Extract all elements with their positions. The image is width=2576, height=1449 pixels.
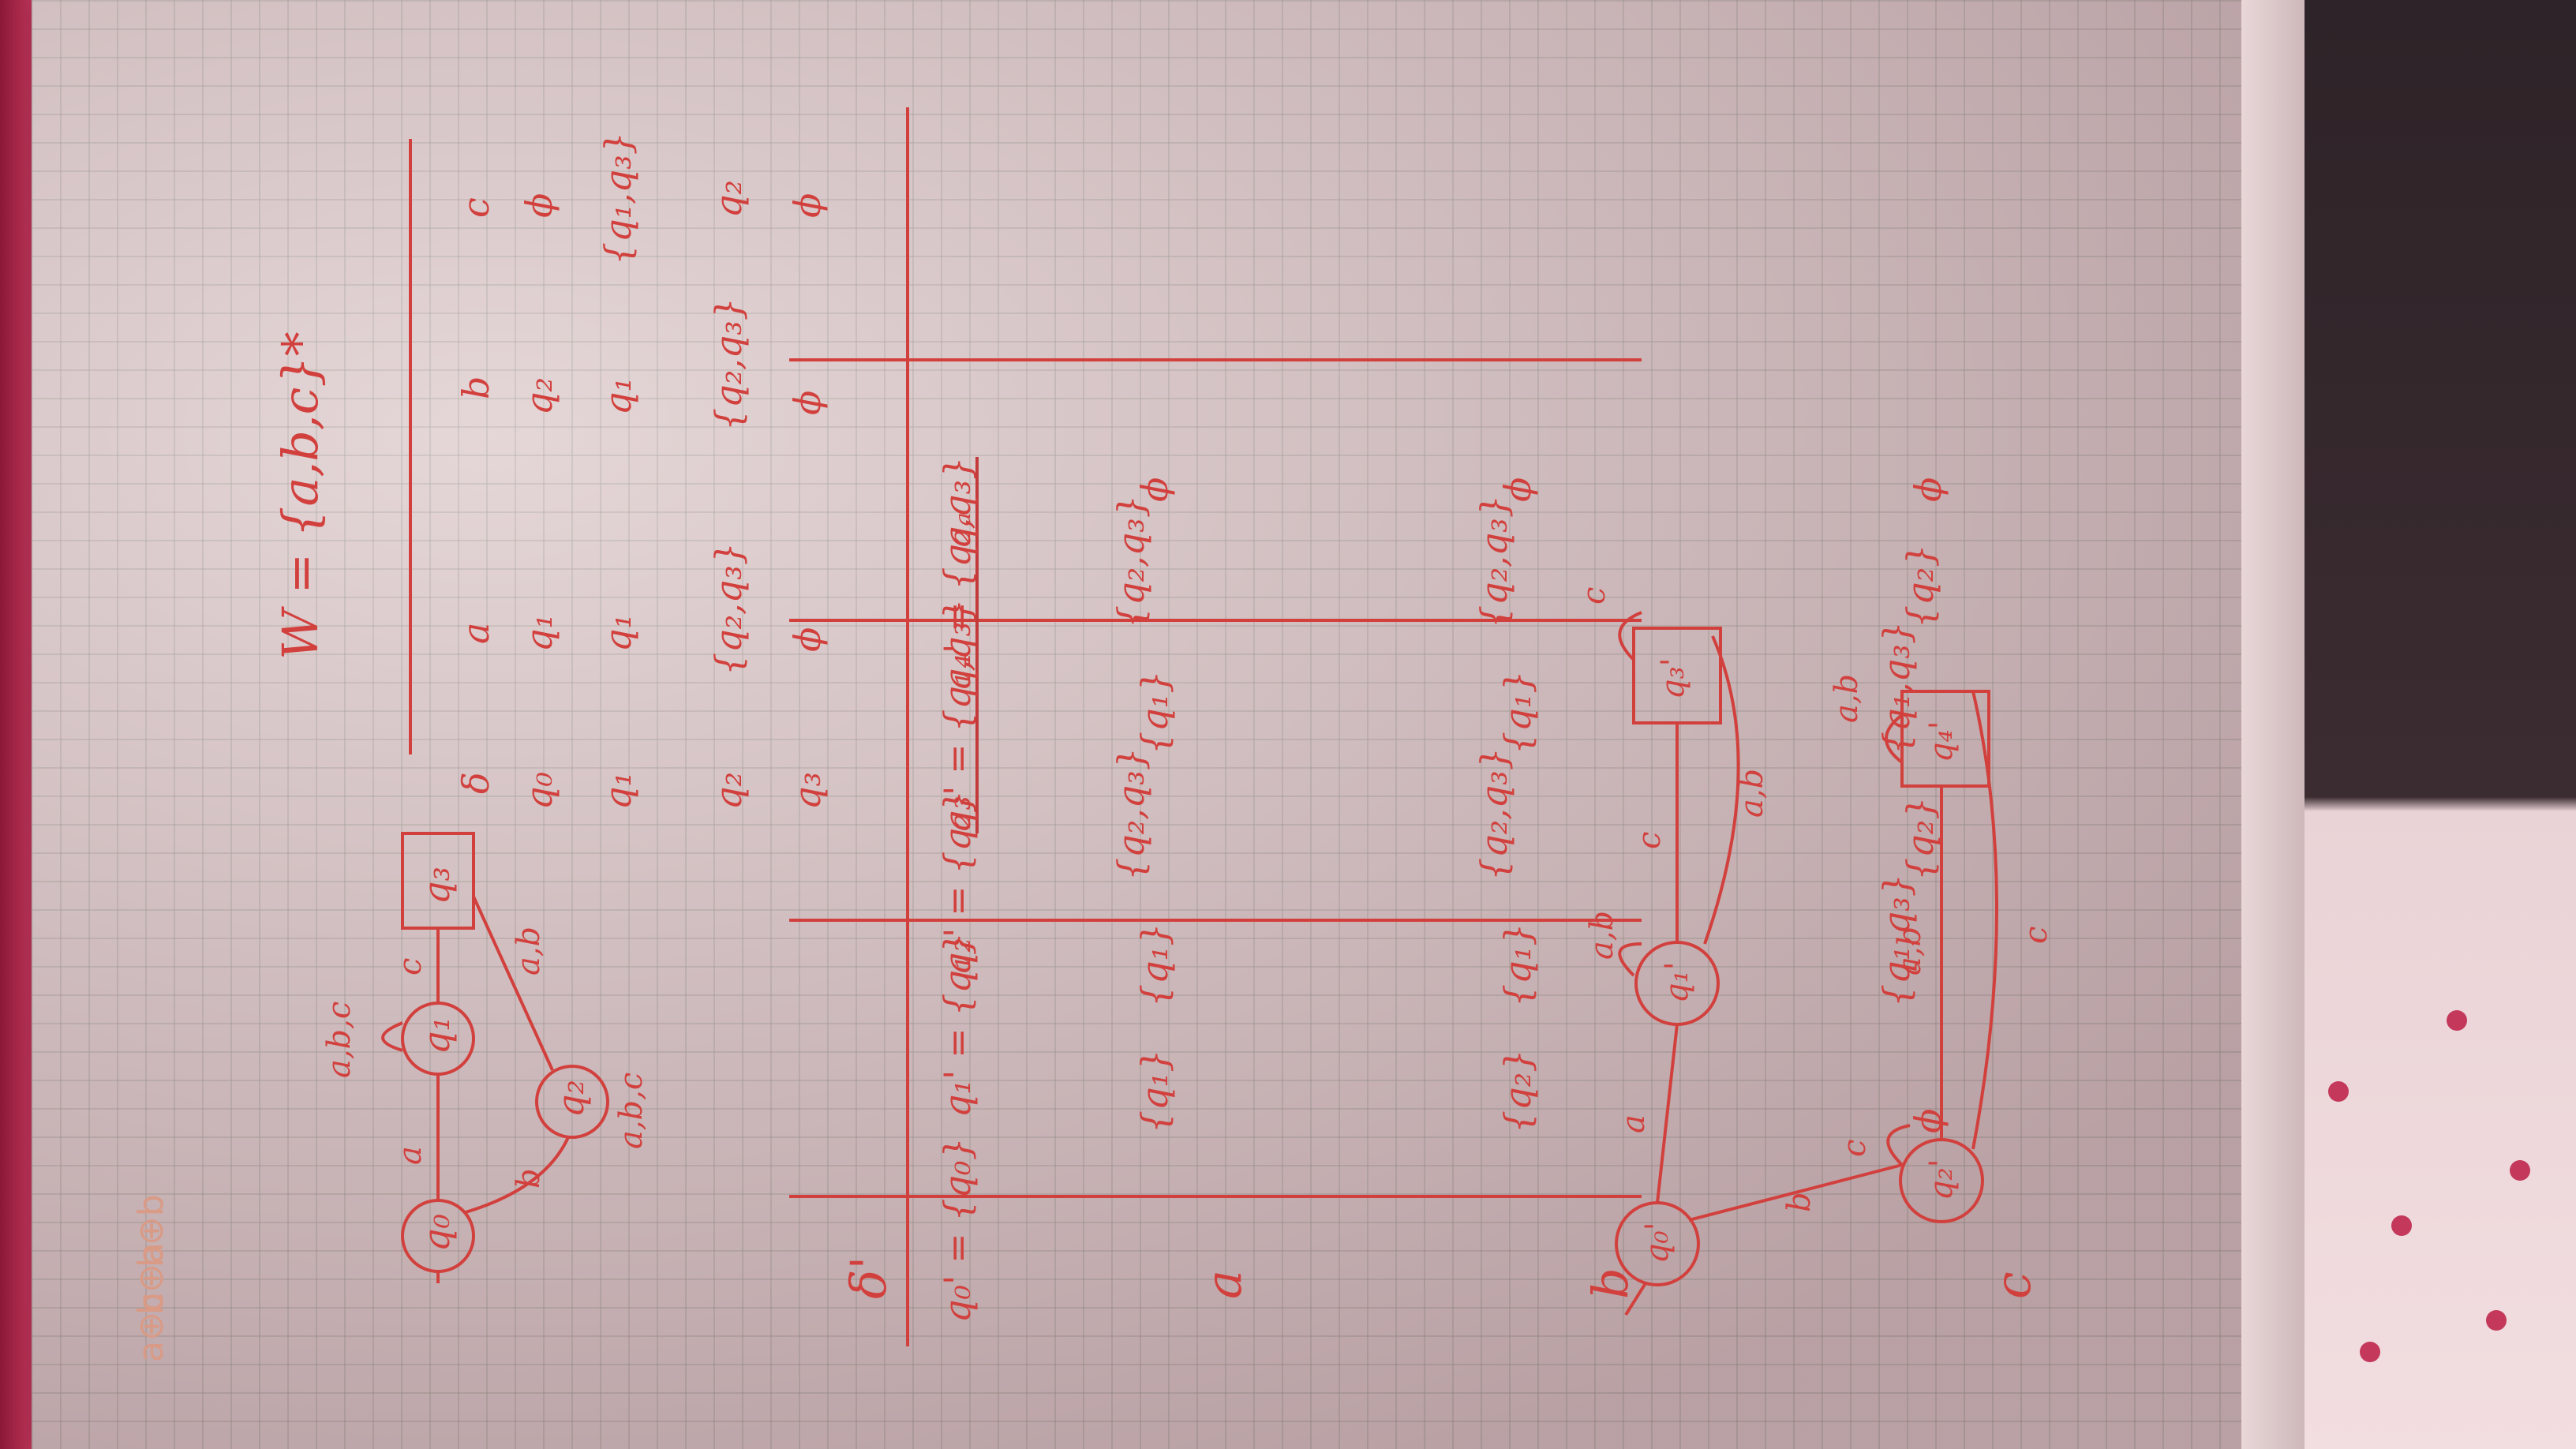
dfa-table-cell: {q₂,q₃} — [1110, 495, 1152, 628]
set-w: W = {a,b,c}* — [271, 331, 329, 660]
nfa-edge-label: c — [392, 957, 429, 975]
nfa-state-label: q₀ — [415, 1214, 458, 1252]
margin-note: b⊕b — [131, 1194, 171, 1267]
nfa-table-cell: q₃ — [786, 772, 829, 810]
dfa-edge-label: a,b — [1829, 673, 1865, 723]
nfa-edge-label: a — [392, 1146, 429, 1165]
fabric-dot — [2447, 1010, 2467, 1031]
dfa-edge-label: c — [1837, 1139, 1873, 1157]
nfa-state-label: q₂ — [549, 1080, 592, 1118]
dfa-edge-label: a,b — [1584, 910, 1620, 960]
nfa-edge-label: b — [511, 1168, 547, 1189]
page-edge — [2241, 0, 2305, 1449]
dfa-table-cell: {q₂,q₃} — [1473, 747, 1515, 881]
dfa-table-cell: q₄' = {q₂,q₃} — [936, 456, 979, 691]
dfa-edge-label: a — [1616, 1114, 1652, 1133]
dfa-table-cell: ϕ — [1907, 1108, 1949, 1133]
nfa-table-header: δ — [455, 772, 497, 794]
nfa-table-cell: ϕ — [786, 390, 829, 415]
nfa-table-cell: q₀ — [518, 772, 560, 810]
nfa-state-label: q₃ — [415, 867, 458, 904]
nfa-table-header: b — [455, 376, 497, 399]
fabric-dot — [2391, 1215, 2412, 1236]
dfa-table-cell: {q₂,q₃} — [1110, 747, 1152, 881]
dfa-table-cell: {q₁} — [1133, 923, 1176, 1007]
nfa-table-cell: q₁ — [518, 614, 560, 652]
nfa-table-cell: {q₂,q₃} — [707, 542, 750, 676]
nfa-state-circle — [535, 1065, 609, 1139]
fabric-dot — [2510, 1160, 2530, 1181]
dfa-edge-label: c — [1631, 831, 1668, 849]
dfa-table-cell: {q₁} — [1133, 1049, 1176, 1133]
dfa-table-cell: {q₂} — [1899, 544, 1941, 628]
nfa-table-cell: ϕ — [786, 627, 829, 652]
nfa-state-label: q₁ — [415, 1017, 458, 1054]
dfa-table-cell: ϕ — [1907, 477, 1949, 502]
nfa-table-cell: ϕ — [786, 193, 829, 218]
dfa-table-cell: qₐ — [936, 512, 979, 549]
dfa-table-cell: q₀' = {q₀} — [936, 1137, 979, 1323]
nfa-table-header: a — [455, 622, 497, 644]
dfa-table-cell: {q₁} — [1496, 923, 1539, 1007]
nfa-table-cell: q₁ — [597, 772, 639, 810]
dfa-table-header: b — [1582, 1267, 1639, 1299]
dfa-edge-label: b — [1781, 1192, 1818, 1212]
nfa-edge-label: a,b,c — [613, 1072, 650, 1149]
nfa-table-cell: {q₁,q₃} — [597, 132, 639, 265]
fabric-background — [2305, 0, 2576, 1449]
dfa-edge-label: c — [2018, 926, 2054, 944]
fabric-dot — [2360, 1342, 2380, 1362]
fabric-dot — [2486, 1310, 2507, 1331]
dfa-table-header: a — [1195, 1270, 1252, 1299]
dfa-table-cell: ϕ — [1496, 477, 1539, 502]
nfa-table-cell: q₂ — [518, 377, 560, 415]
dfa-state-label: q₄' — [1923, 721, 1960, 762]
dfa-table-cell: {q₂,q₃} — [1473, 495, 1515, 628]
nfa-edge-label: a,b — [511, 926, 547, 975]
dfa-table-header: δ' — [840, 1256, 897, 1299]
nfa-table-cell: q₁ — [597, 377, 639, 415]
nfa-table-cell: q₁ — [597, 614, 639, 652]
nfa-table-header: c — [455, 197, 497, 218]
dfa-edge-label: a,b — [1734, 768, 1770, 818]
fabric-dot — [2328, 1081, 2349, 1102]
dfa-state-label: q₁' — [1659, 961, 1695, 1003]
dfa-table-cell: {q₂} — [1899, 796, 1941, 881]
dfa-edge-label: a,b — [1892, 926, 1928, 975]
dfa-table-cell: {q₁,q₃} — [1875, 621, 1918, 754]
nfa-table-cell: q₂ — [707, 180, 750, 218]
dfa-state-label: q₀' — [1639, 1222, 1676, 1264]
dfa-state-label: q₃' — [1655, 657, 1691, 699]
nfa-edge-label: a,b,c — [321, 1001, 358, 1078]
nfa-table-cell: ϕ — [518, 193, 560, 218]
dfa-edge-label: c — [1576, 586, 1612, 605]
dfa-table-header: c — [1984, 1271, 2042, 1299]
dfa-table-cell: {q₁} — [1133, 670, 1176, 754]
dfa-state-label: q₂' — [1923, 1159, 1960, 1200]
nfa-table-cell: {q₂,q₃} — [707, 298, 750, 431]
dfa-table-cell: {q₁} — [1496, 670, 1539, 754]
dfa-final-state-box — [1900, 690, 1990, 788]
dfa-table-cell: {q₂} — [1496, 1049, 1539, 1133]
dfa-table-cell: ϕ — [1133, 477, 1176, 502]
nfa-table-cell: q₂ — [707, 772, 750, 810]
